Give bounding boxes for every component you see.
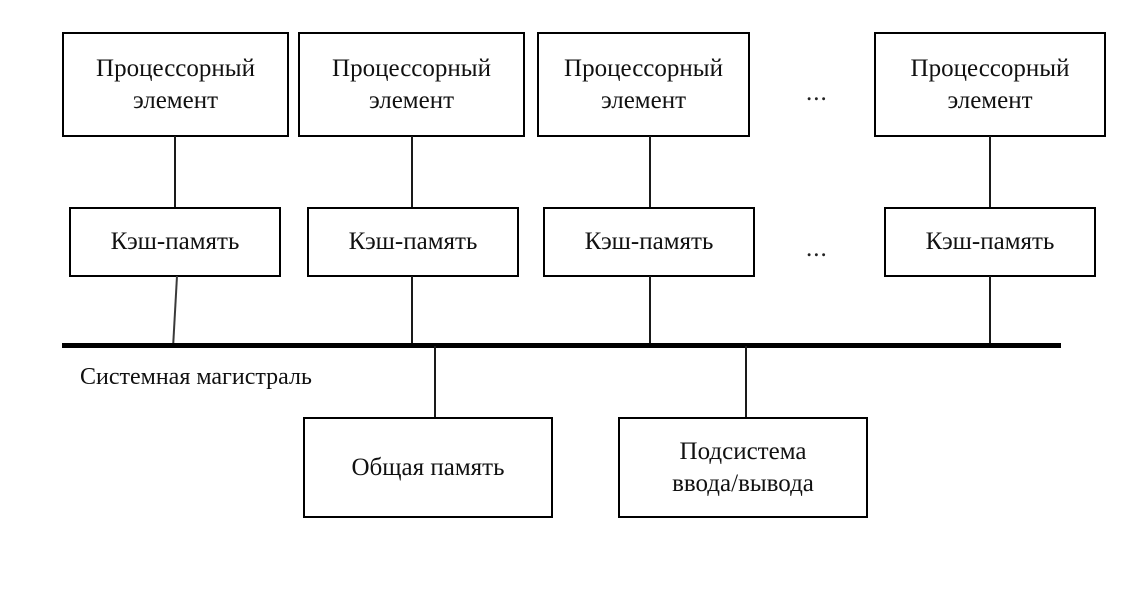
processing-element-box-3[interactable]: Процессорный элемент [537,32,750,137]
ellipsis-caches: ... [806,235,828,262]
connector-cache3-bus [649,276,651,346]
connector-pe4-cache4 [989,136,991,208]
connector-cache4-bus [989,276,991,346]
cache-box-3[interactable]: Кэш-память [543,207,755,277]
ellipsis-processing-elements: ... [806,79,828,106]
processing-element-label-3: Процессорный элемент [564,54,723,114]
cache-box-1[interactable]: Кэш-память [69,207,281,277]
cache-label-2: Кэш-память [348,228,478,255]
connector-pe1-cache1 [174,136,176,208]
cache-label-4: Кэш-память [925,228,1055,255]
processing-element-box-4[interactable]: Процессорный элемент [874,32,1106,137]
connector-bus-io-subsystem [745,346,747,418]
processing-element-box-1[interactable]: Процессорный элемент [62,32,289,137]
io-subsystem-label: Подсистема ввода/вывода [672,437,814,497]
processing-element-box-2[interactable]: Процессорный элемент [298,32,525,137]
cache-box-2[interactable]: Кэш-память [307,207,519,277]
cache-label-1: Кэш-память [110,228,240,255]
connector-cache2-bus [411,276,413,346]
connector-bus-shared-memory [434,346,436,418]
shared-memory-label: Общая память [351,453,505,481]
cache-label-3: Кэш-память [584,228,714,255]
processing-element-label-2: Процессорный элемент [332,54,491,114]
cache-box-4[interactable]: Кэш-память [884,207,1096,277]
system-bus-line [62,343,1061,348]
shared-memory-box[interactable]: Общая память [303,417,553,518]
connector-pe3-cache3 [649,136,651,208]
processing-element-label-1: Процессорный элемент [96,54,255,114]
connector-cache1-bus [172,275,178,349]
io-subsystem-box[interactable]: Подсистема ввода/вывода [618,417,868,518]
connector-pe2-cache2 [411,136,413,208]
processing-element-label-4: Процессорный элемент [910,54,1070,114]
system-bus-label: Системная магистраль [80,364,312,390]
